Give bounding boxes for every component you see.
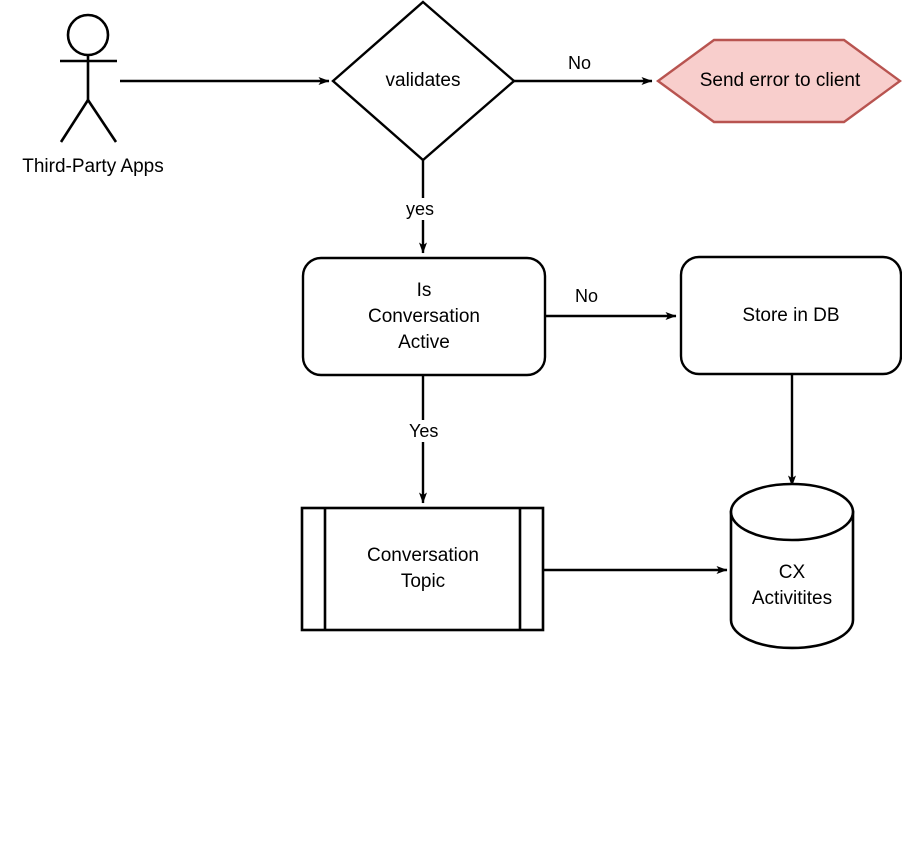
conversation-topic-node[interactable] [302, 508, 544, 631]
is-conversation-active-node[interactable] [303, 258, 546, 376]
third-party-apps-actor-label: Third-Party Apps [22, 156, 164, 177]
edge-label-validates-to-send-error: No [565, 52, 595, 74]
third-party-apps-actor-figure [59, 13, 118, 143]
validates-node[interactable] [333, 2, 515, 161]
store-in-db-node[interactable] [681, 257, 902, 375]
third-party-apps-actor[interactable] [55, 12, 125, 147]
edge-label-is-conversation-active-to-store-in-db: No [572, 285, 602, 307]
edge-label-validates-to-is-conversation-active: yes [403, 198, 438, 220]
cx-activitites-node[interactable] [731, 484, 854, 649]
edge-label-is-conversation-active-to-conversation-topic: Yes [406, 420, 442, 442]
send-error-node[interactable] [658, 40, 901, 123]
send-error-node-shape[interactable] [655, 38, 902, 124]
conversation-topic-node-shape[interactable] [300, 506, 545, 632]
cx-activitites-node-shape[interactable] [729, 482, 855, 650]
